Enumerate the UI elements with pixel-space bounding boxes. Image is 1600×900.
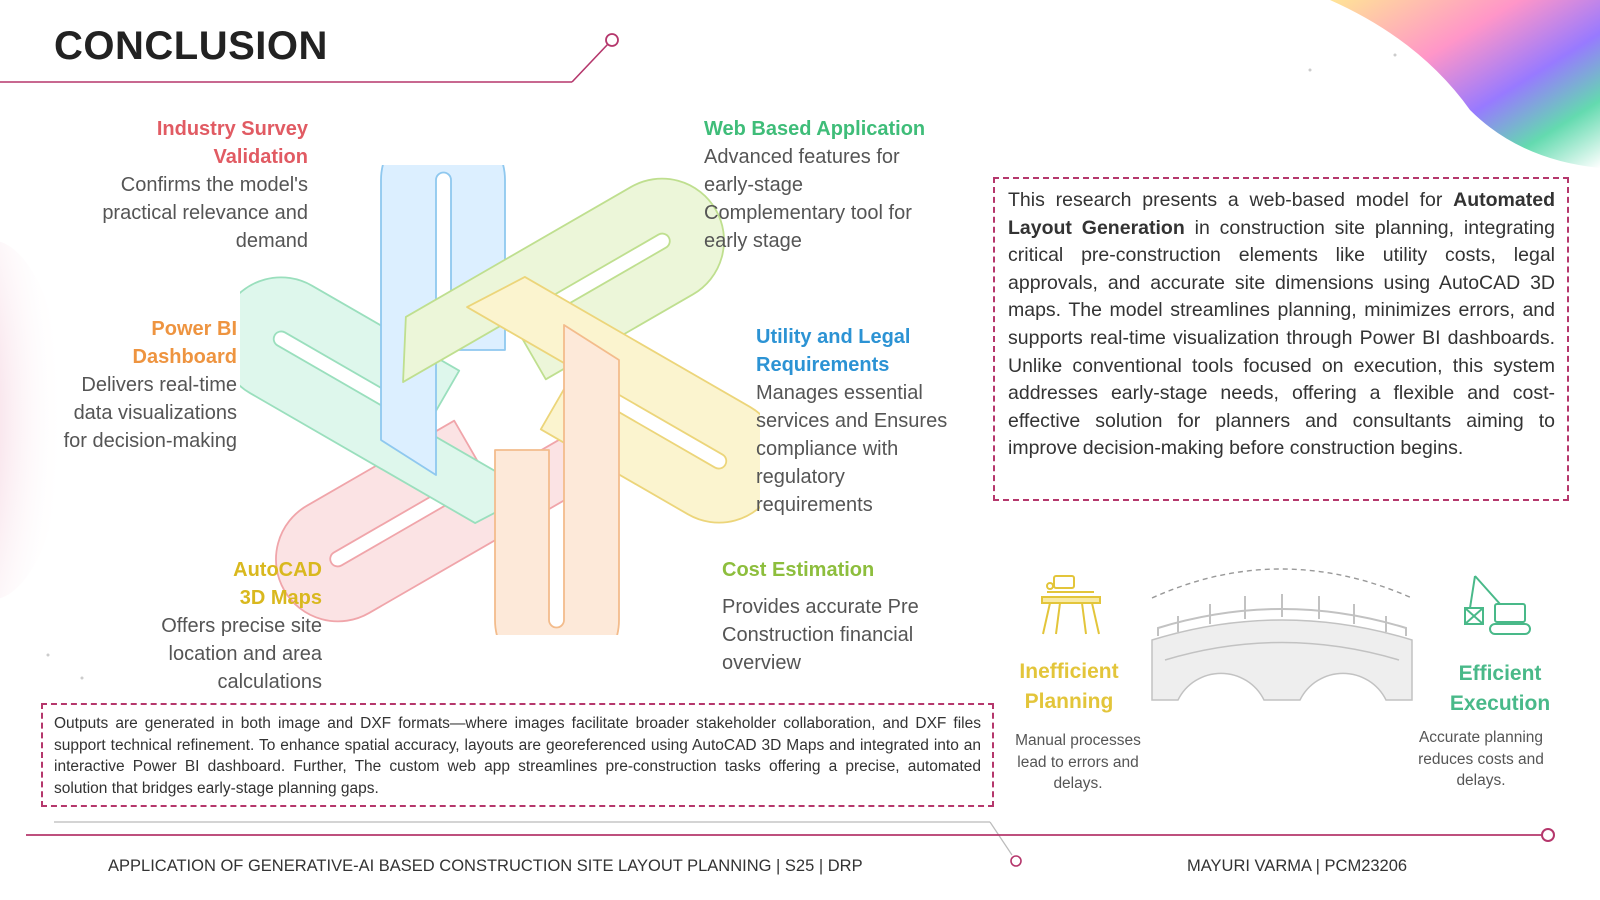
item-power-bi: Power BI Dashboard Delivers real-time da…: [62, 315, 237, 455]
item-web-app: Web Based Application Advanced features …: [704, 115, 949, 255]
item-title: Utility and Legal Requirements: [756, 326, 911, 376]
petal-autocad: [466, 276, 760, 524]
item-body: Advanced features for early-stage Comple…: [704, 146, 912, 252]
petal-power-bi: [494, 324, 620, 635]
petal-cost-estimation: [402, 177, 725, 383]
inefficient-planning-desc: Manual processes lead to errors and dela…: [1015, 732, 1141, 792]
bridge-dashed-arc: [1151, 568, 1413, 599]
bridge-icon: [1151, 594, 1413, 701]
dot: [80, 676, 84, 680]
efficient-execution-label: Efficient Execution: [1449, 662, 1551, 715]
footer-author: MAYURI VARMA | PCM23206: [1187, 857, 1408, 875]
six-petal-diagram: [240, 165, 760, 635]
outputs-box: Outputs are generated in both image and …: [41, 703, 994, 807]
item-body: Provides accurate Pre Construction finan…: [722, 596, 919, 674]
summary-text-end: in construction site planning, integrati…: [1008, 216, 1555, 460]
summary-text-bold: Automated Layout Generation: [1008, 189, 1555, 239]
item-utility-legal: Utility and Legal Requirements Manages e…: [756, 323, 961, 519]
petal-web-app: [240, 276, 534, 524]
footer-line-dot-right: [1541, 828, 1555, 842]
item-body: Delivers real-time data visualizations f…: [63, 374, 237, 452]
footer-project-title: APPLICATION OF GENERATIVE-AI BASED CONST…: [108, 857, 863, 875]
item-body: Offers precise site location and area ca…: [161, 615, 322, 693]
efficient-execution-desc: Accurate planning reduces costs and dela…: [1418, 729, 1544, 789]
summary-text-start: This research presents a web-based model…: [1008, 189, 1454, 211]
item-autocad: AutoCAD 3D Maps Offers precise site loca…: [128, 556, 322, 696]
petal-utility-legal: [380, 165, 506, 476]
item-title: Web Based Application: [704, 118, 926, 140]
item-cost-estimation: Cost Estimation Provides accurate Pre Co…: [722, 556, 937, 677]
item-title: Power BI Dashboard: [132, 318, 237, 368]
page-title: CONCLUSION: [54, 24, 328, 68]
summary-text: This research presents a web-based model…: [1008, 187, 1555, 463]
item-body: Confirms the model's practical relevance…: [102, 174, 308, 252]
excavator-icon: [1464, 575, 1531, 635]
right-glow: [1330, 0, 1600, 168]
dot: [1393, 53, 1397, 57]
left-glow: [0, 241, 65, 599]
item-title: Industry Survey Validation: [156, 118, 308, 168]
planning-table-icon: [1041, 575, 1101, 635]
inefficient-planning-label: Inefficient Planning: [1019, 660, 1119, 713]
summary-box: This research presents a web-based model…: [993, 177, 1569, 501]
item-body: Manages essential services and Ensures c…: [756, 382, 948, 516]
dot: [1308, 68, 1312, 72]
footer-line-diag: [989, 821, 1013, 856]
dot: [46, 653, 50, 657]
header-line-diag: [571, 43, 609, 83]
item-title: AutoCAD 3D Maps: [233, 559, 322, 609]
footer-line-dot-left: [1010, 855, 1022, 867]
bridge-infographic: [1041, 568, 1531, 701]
outputs-text: Outputs are generated in both image and …: [54, 715, 981, 797]
header-line-dot: [605, 33, 619, 47]
item-title: Cost Estimation: [722, 559, 875, 581]
item-industry-survey: Industry Survey Validation Confirms the …: [90, 115, 308, 255]
